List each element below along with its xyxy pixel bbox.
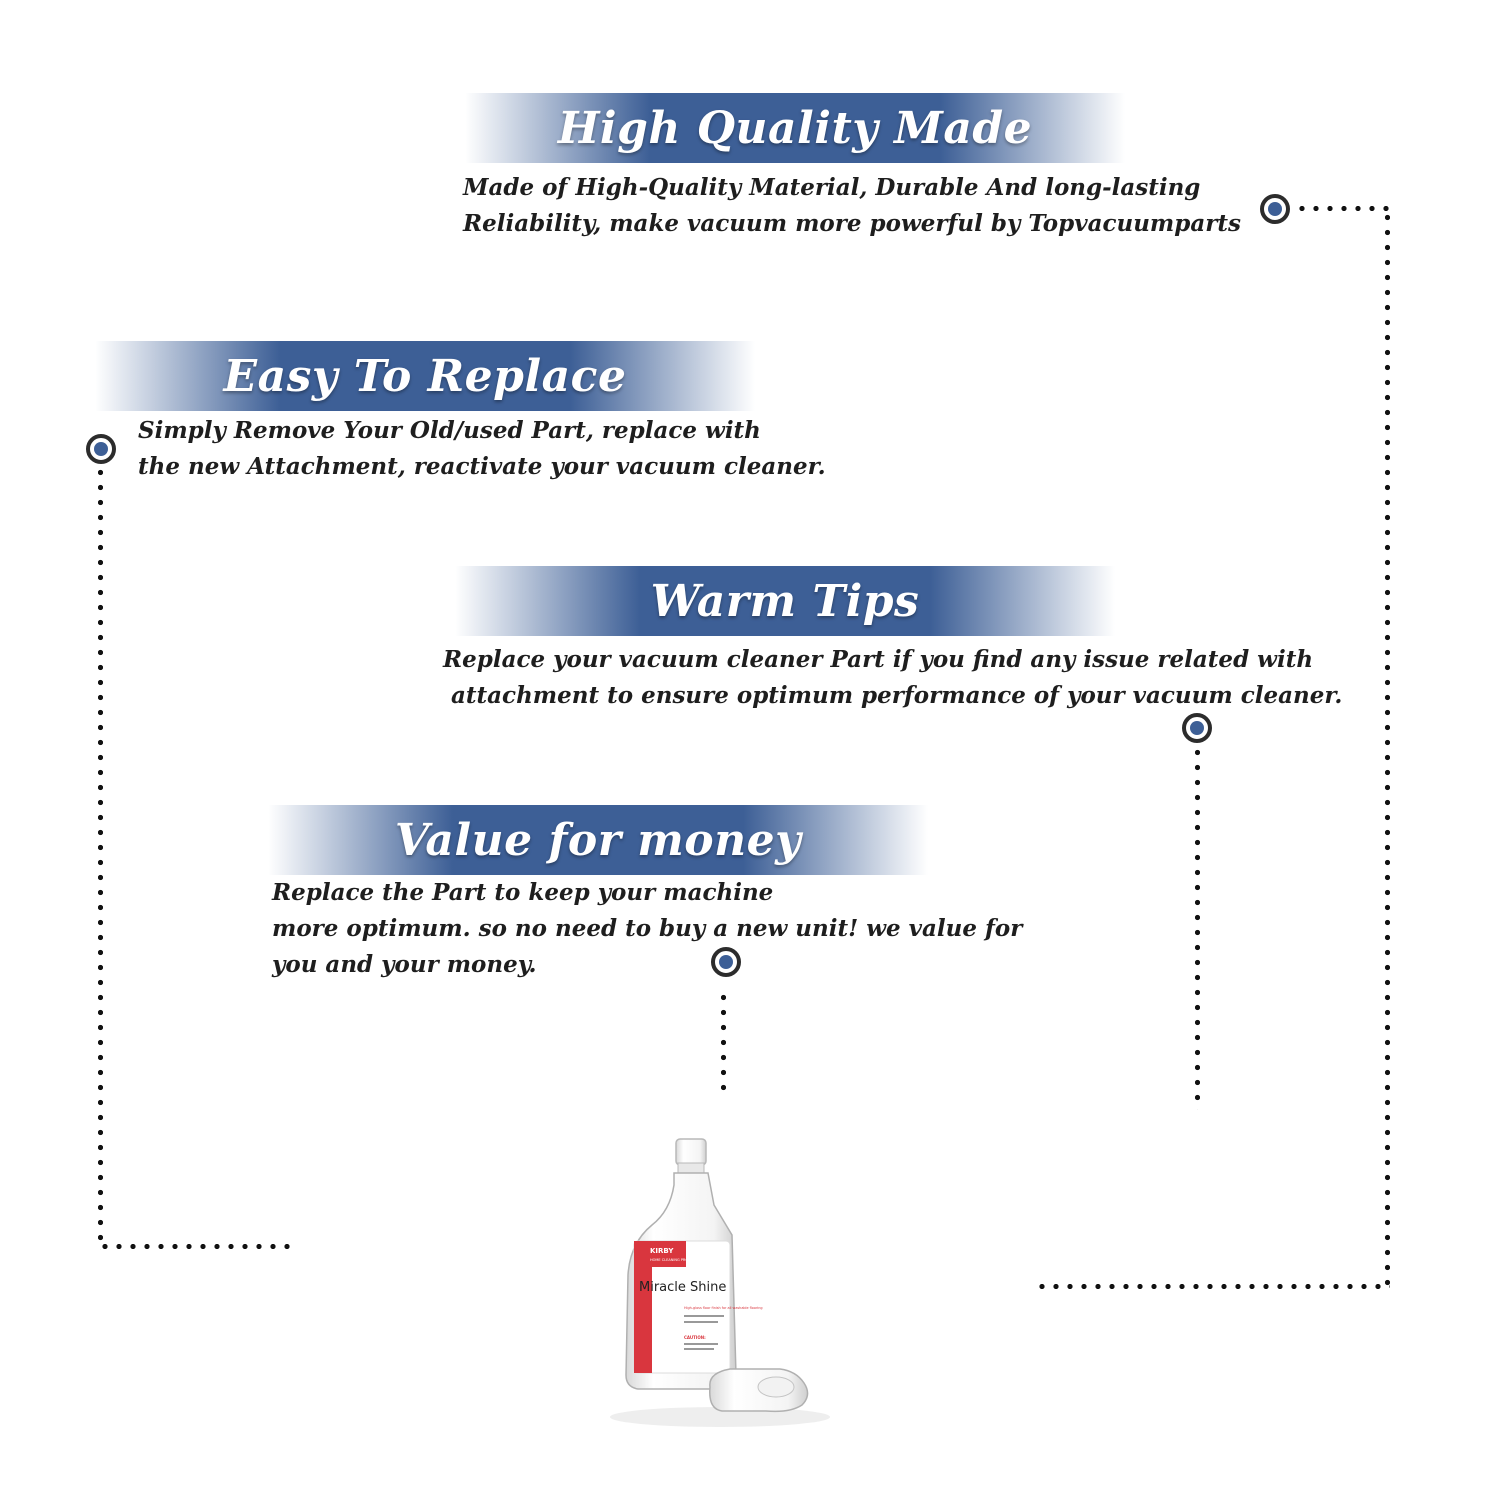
- connector-dots: [98, 1244, 298, 1249]
- product-bottle-image: KIRBY HOME CLEANING PRODUCTS Miracle Shi…: [610, 1138, 830, 1427]
- feature-description: Replace the Part to keep your machine mo…: [272, 879, 1023, 978]
- connector-marker-icon: [711, 947, 741, 977]
- connector-dots: [1195, 745, 1200, 1110]
- connector-marker-icon: [86, 434, 116, 464]
- feature-description: Made of High-Quality Material, Durable A…: [463, 174, 1241, 237]
- feature-title: High Quality Made: [557, 102, 1033, 154]
- connector-dots: [721, 990, 726, 1095]
- product-brand: KIRBY: [650, 1247, 674, 1255]
- connector-marker-icon: [1182, 713, 1212, 743]
- banner-easy-replace: Easy To Replace: [95, 341, 755, 411]
- connector-dots: [1385, 210, 1390, 1290]
- product-caution: CAUTION:: [684, 1335, 706, 1340]
- banner-high-quality: High Quality Made: [465, 93, 1125, 163]
- connector-dots: [98, 465, 103, 1250]
- product-volume: 32 fl oz (946 ml): [654, 1353, 687, 1358]
- connector-dots: [1035, 1284, 1390, 1289]
- product-tagline: High-gloss floor finish for all washable…: [684, 1306, 763, 1310]
- feature-title: Warm Tips: [650, 575, 920, 627]
- feature-title: Value for money: [394, 814, 802, 866]
- product-name: Miracle Shine: [639, 1280, 726, 1295]
- connector-marker-icon: [1260, 194, 1290, 224]
- banner-value-money: Value for money: [268, 805, 928, 875]
- banner-warm-tips: Warm Tips: [455, 566, 1115, 636]
- feature-description: Simply Remove Your Old/used Part, replac…: [138, 417, 826, 480]
- product-brand-sub: HOME CLEANING PRODUCTS: [650, 1258, 701, 1262]
- connector-dots: [1295, 206, 1390, 211]
- feature-title: Easy To Replace: [223, 350, 627, 402]
- feature-description: Replace your vacuum cleaner Part if you …: [443, 646, 1343, 709]
